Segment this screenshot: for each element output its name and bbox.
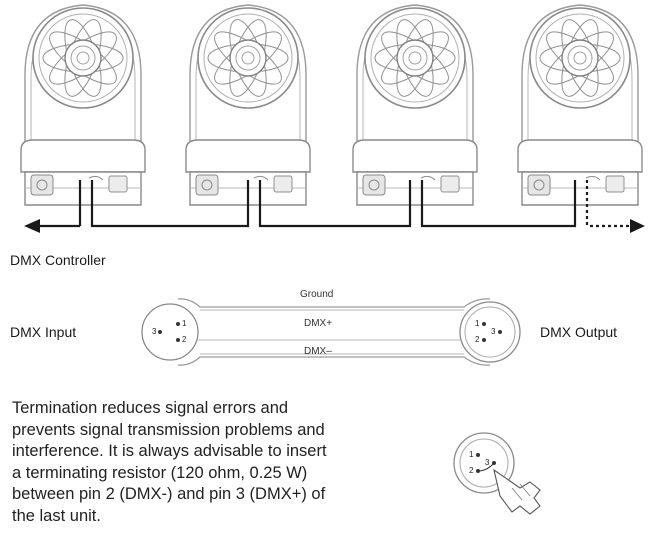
- termination-line-6: the last unit.: [12, 506, 101, 525]
- output-pin-1: 1: [475, 319, 480, 328]
- fixture-4: [517, 4, 643, 206]
- termination-line-4: a terminating resistor (120 ohm, 0.25 W): [12, 463, 308, 482]
- input-pin-3: 3: [152, 327, 157, 336]
- ground-label: Ground: [300, 289, 334, 300]
- dmx-daisy-chain: [24, 180, 577, 233]
- xlr-output-connector: [459, 301, 521, 363]
- xlr-cable-diagram: [141, 298, 521, 366]
- output-pin-3: 3: [491, 327, 496, 336]
- termination-pin-3: 3: [485, 458, 490, 467]
- dmx-minus-label: DMX–: [304, 346, 332, 357]
- dmx-output-label: DMX Output: [540, 324, 618, 340]
- input-pin-2: 2: [182, 335, 187, 344]
- dmx-plus-label: DMX+: [304, 318, 333, 329]
- dmx-output-continuation: [585, 180, 645, 233]
- termination-line-5: between pin 2 (DMX-) and pin 3 (DMX+) of: [12, 485, 326, 504]
- hand-icon: [493, 468, 541, 515]
- termination-description: Termination reduces signal errors and pr…: [12, 398, 442, 528]
- fixture-2: [185, 4, 311, 206]
- termination-connector: [453, 432, 541, 515]
- termination-line-2: prevents signal transmission problems an…: [12, 420, 325, 439]
- fixture-3: [352, 4, 478, 206]
- input-pin-1: 1: [182, 319, 187, 328]
- output-pin-2: 2: [475, 335, 480, 344]
- dmx-controller-label: DMX Controller: [10, 252, 106, 268]
- termination-pin-2: 2: [469, 466, 474, 475]
- xlr-input-connector: [141, 303, 199, 361]
- fixture-1: [20, 4, 146, 206]
- terminator-resistor-icon: [479, 462, 495, 472]
- termination-line-3: interference. It is always advisable to …: [12, 442, 327, 461]
- dmx-input-label: DMX Input: [10, 324, 77, 340]
- termination-line-1: Termination reduces signal errors and: [12, 399, 289, 417]
- termination-pin-1: 1: [469, 450, 474, 459]
